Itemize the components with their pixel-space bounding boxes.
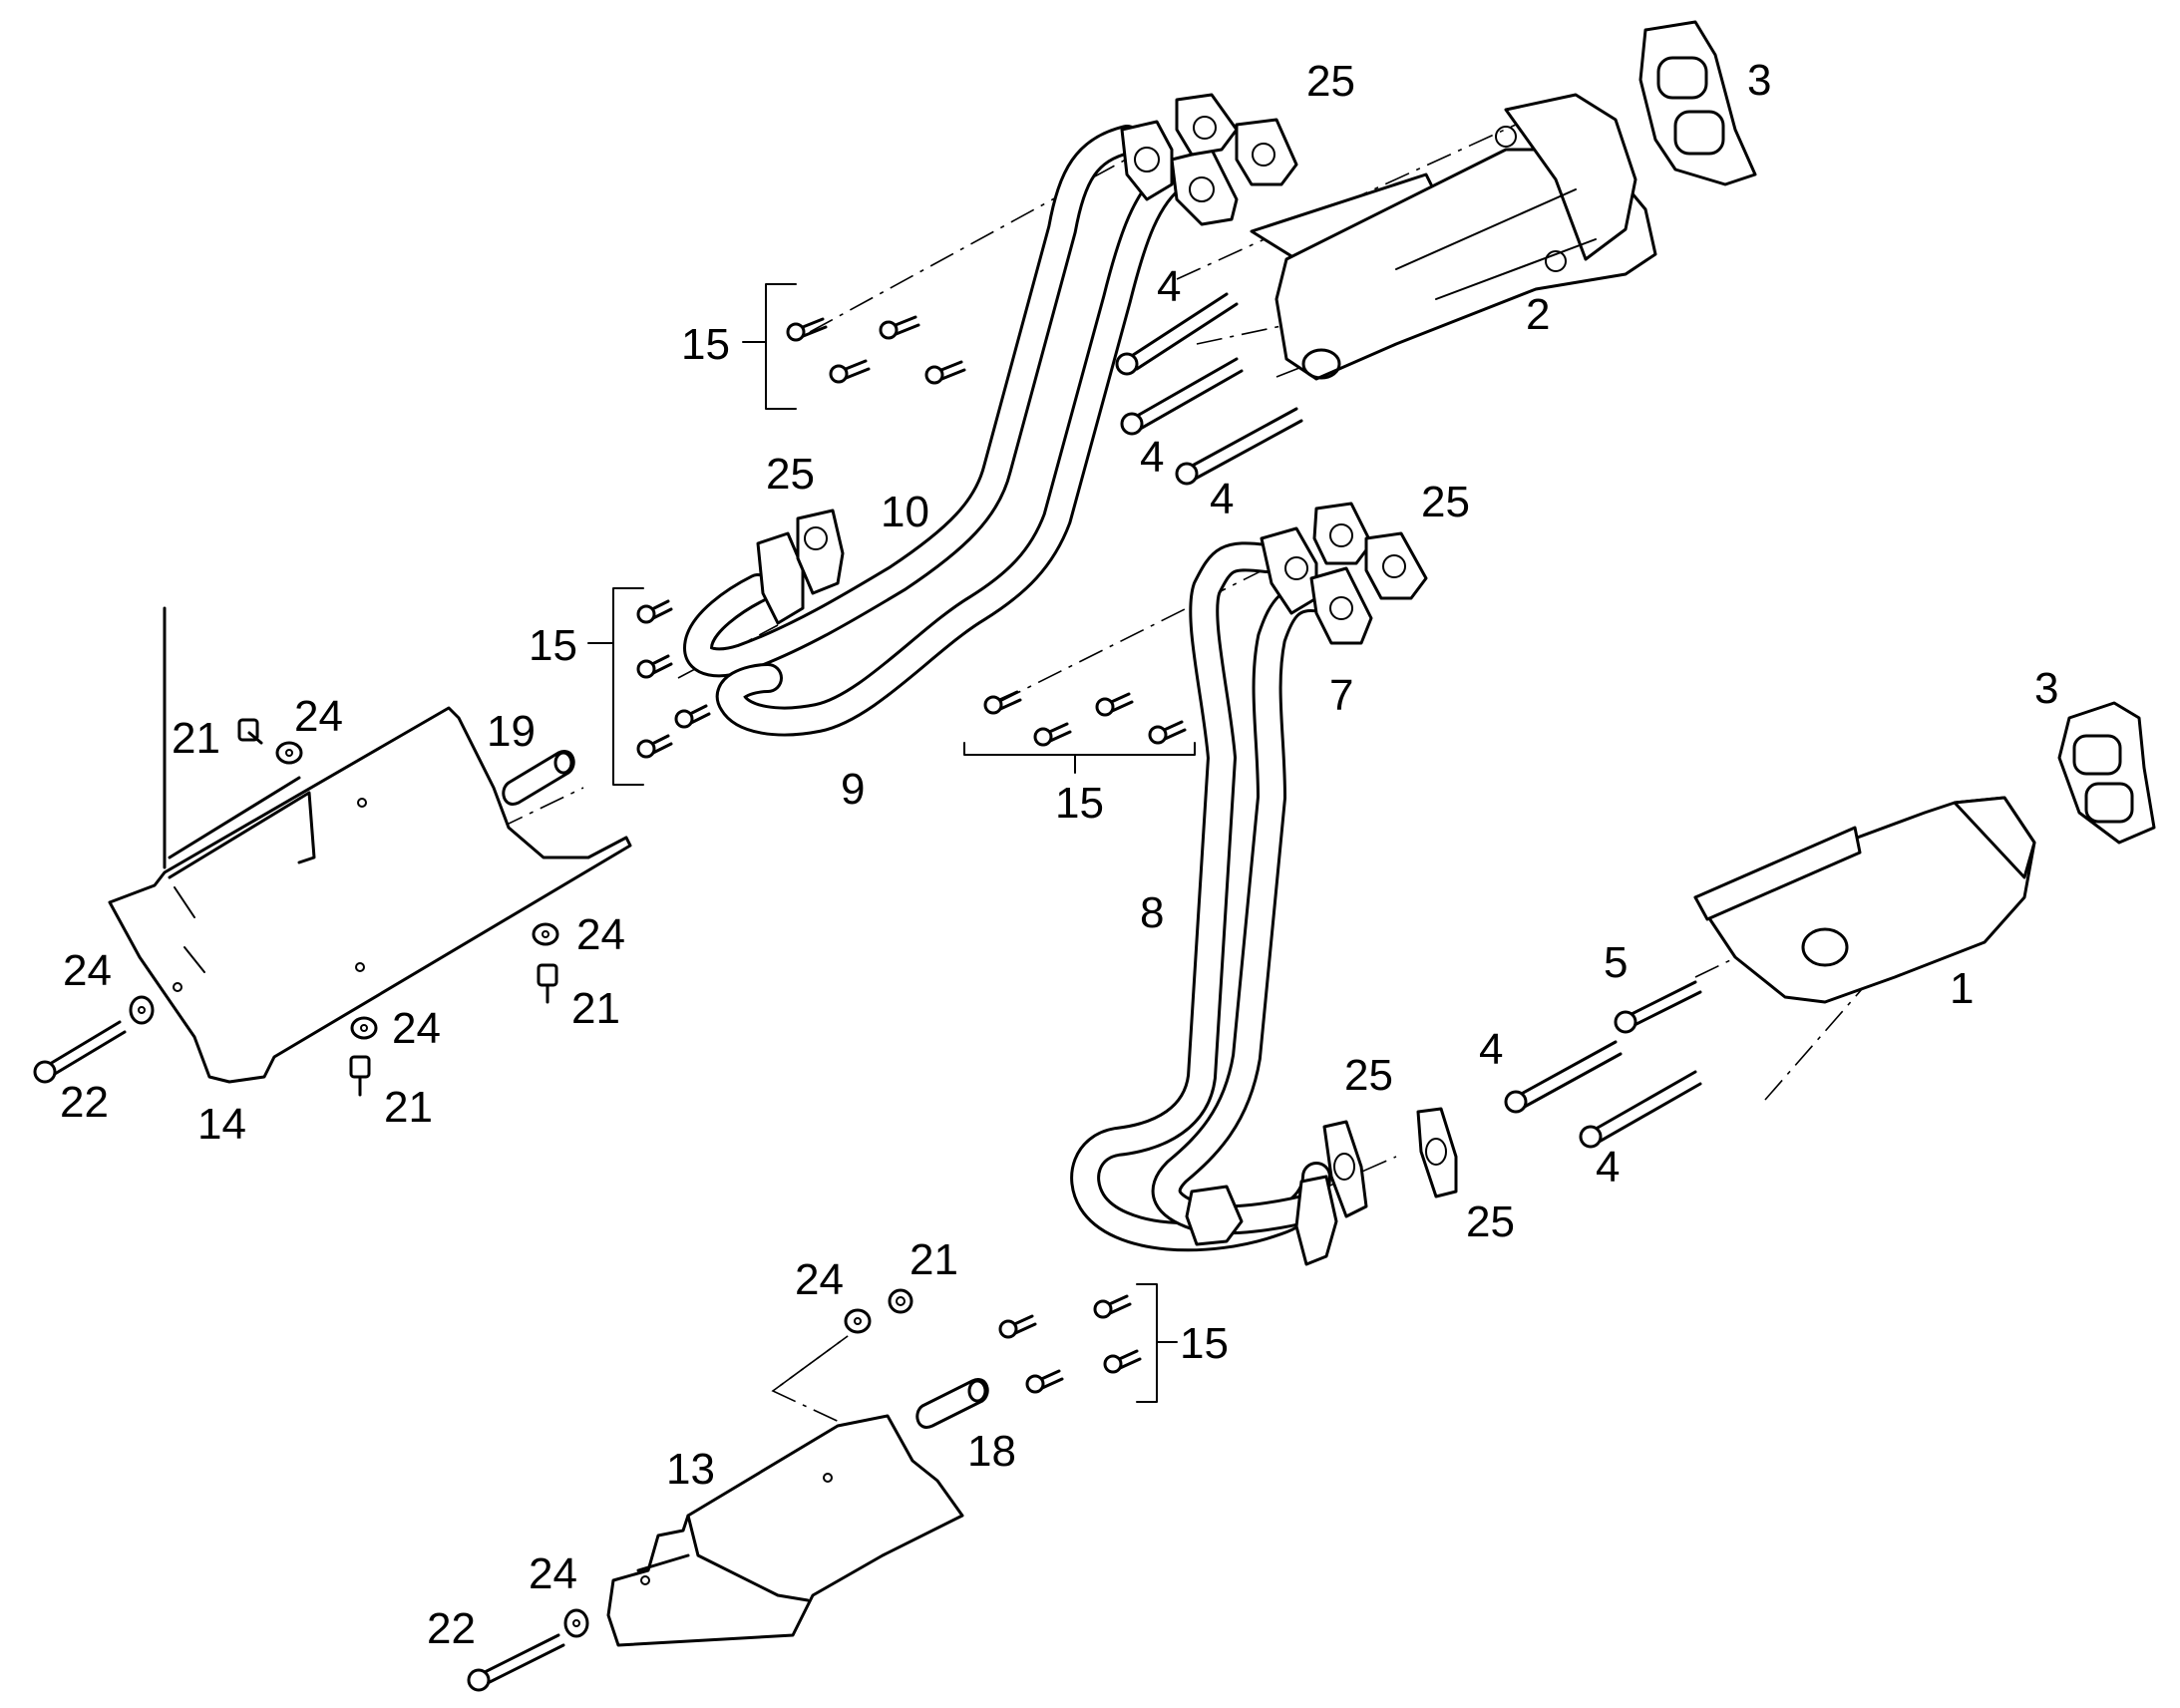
sleeve-18	[915, 1378, 989, 1429]
short-bolts-15	[636, 315, 1187, 1394]
callout-24-a: 24	[294, 692, 343, 741]
callout-24-d: 24	[392, 1004, 441, 1053]
callout-4-d: 4	[1479, 1025, 1503, 1074]
heat-shield-14	[108, 606, 632, 1084]
bolt-4-b	[1120, 357, 1244, 436]
long-bolts	[33, 292, 1702, 1692]
callout-24-c: 24	[63, 946, 112, 995]
callout-25-bottom: 25	[1466, 1197, 1515, 1246]
callout-21-b: 21	[571, 984, 620, 1033]
bolt-4-d	[1504, 1040, 1623, 1114]
callout-4-b: 4	[1140, 433, 1164, 482]
gaskets-25-lower	[1322, 1107, 1458, 1218]
callout-18: 18	[967, 1427, 1016, 1476]
callout-14: 14	[197, 1100, 246, 1149]
bolt-4-c	[1175, 407, 1303, 486]
callout-21-d: 21	[909, 1235, 958, 1284]
callout-9: 9	[841, 765, 865, 814]
callout-5: 5	[1604, 938, 1628, 987]
callout-22-a: 22	[60, 1078, 109, 1127]
bolt-22-b	[467, 1633, 565, 1692]
heat-shield-13	[606, 1414, 964, 1647]
callout-21-c: 21	[384, 1083, 433, 1132]
callout-22-b: 22	[427, 1604, 476, 1653]
callout-1: 1	[1950, 964, 1974, 1013]
exhaust-manifold-upper	[1250, 93, 1657, 381]
bolt-5	[1614, 980, 1702, 1034]
pipe-flanges-left	[756, 509, 845, 625]
callout-25-lower: 25	[1344, 1051, 1393, 1100]
callout-3-top: 3	[1747, 56, 1771, 105]
pipe-flanges-upper	[1120, 120, 1239, 226]
exhaust-manifold-lower	[1693, 796, 2036, 1004]
gaskets-25-top	[1175, 93, 1298, 186]
group-brackets	[587, 283, 1196, 1403]
gasket-top	[1638, 20, 1757, 186]
callout-25-mid-right: 25	[1421, 478, 1470, 526]
gaskets-25-right	[1312, 502, 1428, 600]
bolt-22-a	[33, 1020, 127, 1084]
callout-24-e: 24	[795, 1255, 844, 1304]
callout-25-mid-left: 25	[766, 450, 815, 499]
callout-2: 2	[1526, 290, 1550, 339]
callout-labels: 25 3 4 2 15 4 4 25 10 25 15 7 3 21 24 19…	[60, 56, 2058, 1653]
callout-15-left: 15	[529, 621, 577, 670]
callout-15-upper: 15	[681, 320, 730, 369]
exhaust-pipe-10	[683, 125, 1142, 678]
callout-8: 8	[1140, 888, 1164, 937]
sleeve-19	[502, 750, 575, 806]
callout-10: 10	[881, 488, 929, 536]
callout-21-a: 21	[172, 714, 220, 763]
pipe-flanges-7-8	[1185, 526, 1373, 1266]
callout-7: 7	[1329, 671, 1353, 720]
bolt-4-e	[1579, 1070, 1702, 1149]
callout-24-b: 24	[576, 910, 625, 959]
callout-25-top: 25	[1306, 57, 1355, 106]
exhaust-pipe-9	[715, 160, 1192, 737]
bolts-21	[237, 718, 913, 1314]
callout-24-f: 24	[529, 1549, 577, 1598]
callout-13: 13	[666, 1445, 715, 1494]
callout-4-e: 4	[1596, 1143, 1620, 1192]
bolt-4-a	[1115, 292, 1239, 376]
gasket-right	[2057, 701, 2156, 845]
callout-4-c: 4	[1210, 475, 1234, 523]
callout-15-lower: 15	[1180, 1319, 1229, 1368]
callout-15-mid: 15	[1055, 779, 1104, 828]
callout-4-a: 4	[1157, 262, 1181, 311]
callout-19: 19	[487, 707, 536, 756]
washers-24	[129, 741, 872, 1638]
callout-3-right: 3	[2034, 664, 2058, 713]
